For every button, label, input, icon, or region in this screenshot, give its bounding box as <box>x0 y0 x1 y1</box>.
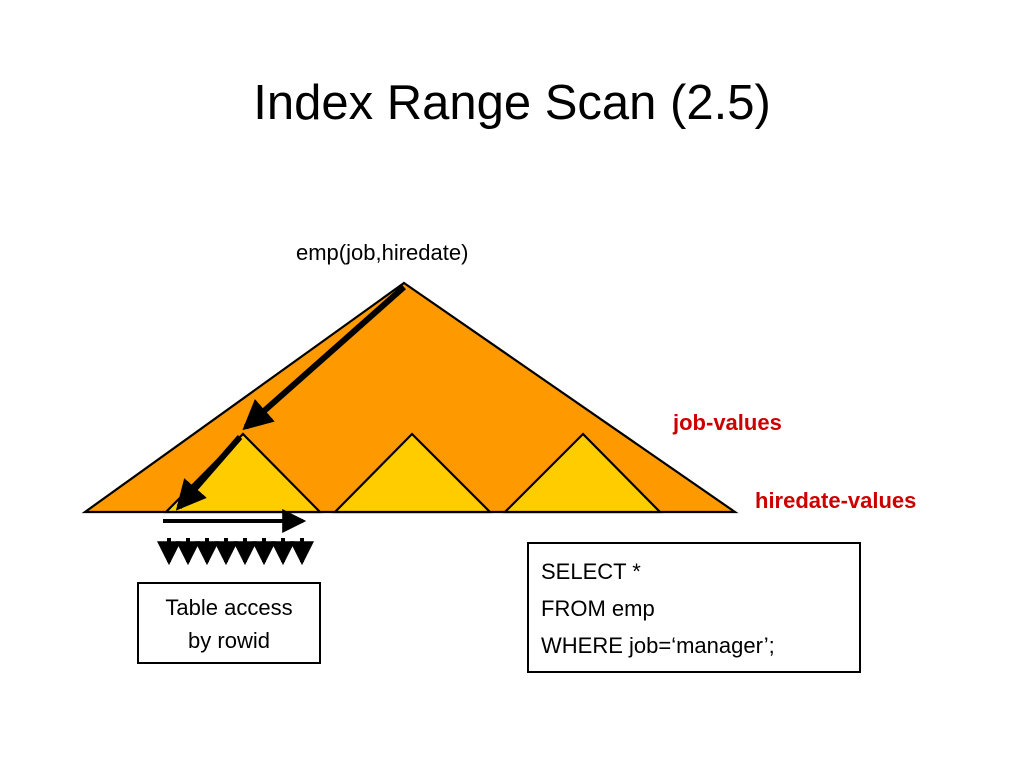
table-access-line-1: Table access <box>165 595 293 620</box>
legend-job-values: job-values <box>673 410 782 435</box>
index-name-label: emp(job,hiredate) <box>296 240 469 265</box>
sql-line-where: WHERE job=‘manager’; <box>541 633 775 658</box>
table-access-box: Table access by rowid <box>137 582 321 664</box>
branch-to-leaf-arrow <box>175 435 243 511</box>
sql-query-box: SELECT * FROM emp WHERE job=‘manager’; <box>527 542 861 673</box>
rowid-lookup-arrows <box>157 538 314 566</box>
table-access-line-2: by rowid <box>188 628 270 653</box>
inner-leaf-triangle-2 <box>332 432 493 514</box>
legend-hiredate-values: hiredate-values <box>755 488 917 513</box>
sql-line-select: SELECT * <box>541 559 641 584</box>
root-to-branch-arrow <box>242 284 406 431</box>
sql-line-from: FROM emp <box>541 596 655 621</box>
page-title: Index Range Scan (2.5) <box>253 76 771 130</box>
inner-leaf-triangle-3 <box>502 432 663 514</box>
